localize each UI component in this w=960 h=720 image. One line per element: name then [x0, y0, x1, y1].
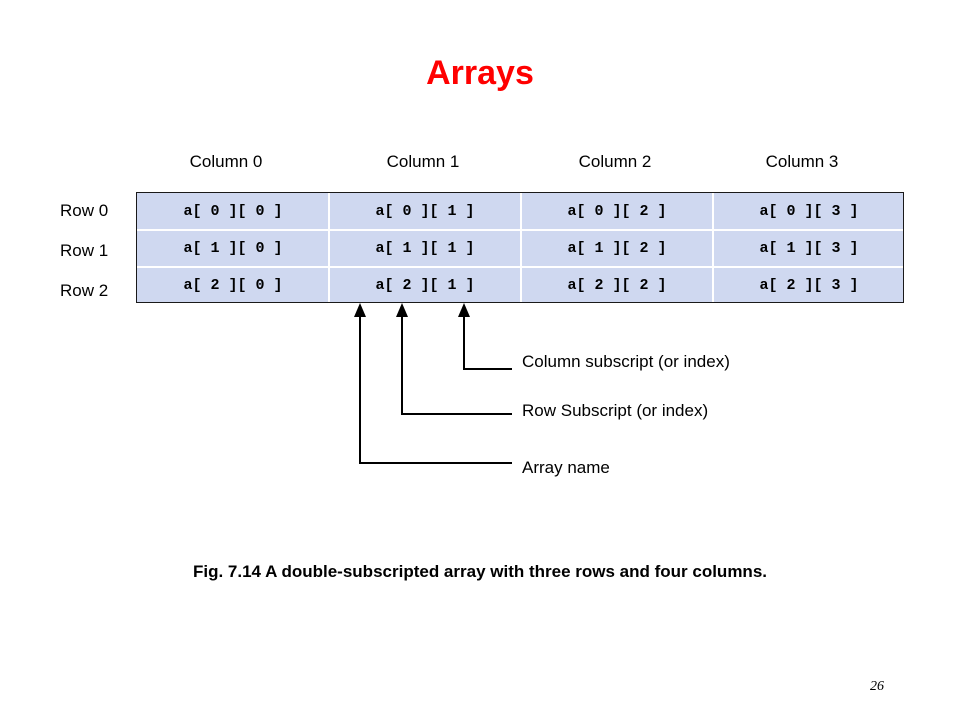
page-title: Arrays [426, 54, 534, 92]
column-header-0: Column 0 [189, 152, 263, 171]
array-cell: a[ 2 ][ 3 ] [759, 277, 859, 294]
array-cell: a[ 0 ][ 3 ] [759, 203, 859, 220]
array-cell: a[ 2 ][ 0 ] [183, 277, 283, 294]
array-cell: a[ 1 ][ 3 ] [759, 240, 859, 257]
array-name-label: Array name [522, 458, 610, 477]
grid-column-divider [328, 193, 330, 302]
figure-caption: Fig. 7.14 A double-subscripted array wit… [192, 562, 767, 581]
array-cell: a[ 1 ][ 2 ] [567, 240, 667, 257]
arrowhead [354, 303, 366, 317]
array-cell: a[ 0 ][ 1 ] [375, 203, 475, 220]
array-cell: a[ 0 ][ 0 ] [183, 203, 283, 220]
row-subscript-label: Row Subscript (or index) [522, 401, 709, 420]
column-header-1: Column 1 [386, 152, 460, 171]
array-cell: a[ 1 ][ 0 ] [183, 240, 283, 257]
row-header-1: Row 1 [60, 241, 109, 260]
grid-column-divider [520, 193, 522, 302]
array-cell: a[ 1 ][ 1 ] [375, 240, 475, 257]
row-subscript-arrow [401, 313, 512, 415]
page-number: 26 [870, 679, 884, 694]
row-header-2: Row 2 [60, 281, 109, 300]
array-name-arrow [359, 313, 512, 464]
row-header-0: Row 0 [60, 201, 109, 220]
column-header-2: Column 2 [578, 152, 652, 171]
array-grid: a[ 0 ][ 0 ] a[ 0 ][ 1 ] a[ 0 ][ 2 ] a[ 0… [136, 192, 904, 303]
column-subscript-arrow [463, 313, 512, 370]
array-cell: a[ 2 ][ 1 ] [375, 277, 475, 294]
arrowhead [458, 303, 470, 317]
grid-column-divider [712, 193, 714, 302]
array-cell: a[ 2 ][ 2 ] [567, 277, 667, 294]
column-header-3: Column 3 [765, 152, 839, 171]
column-subscript-label: Column subscript (or index) [522, 352, 730, 371]
array-cell: a[ 0 ][ 2 ] [567, 203, 667, 220]
arrowhead [396, 303, 408, 317]
